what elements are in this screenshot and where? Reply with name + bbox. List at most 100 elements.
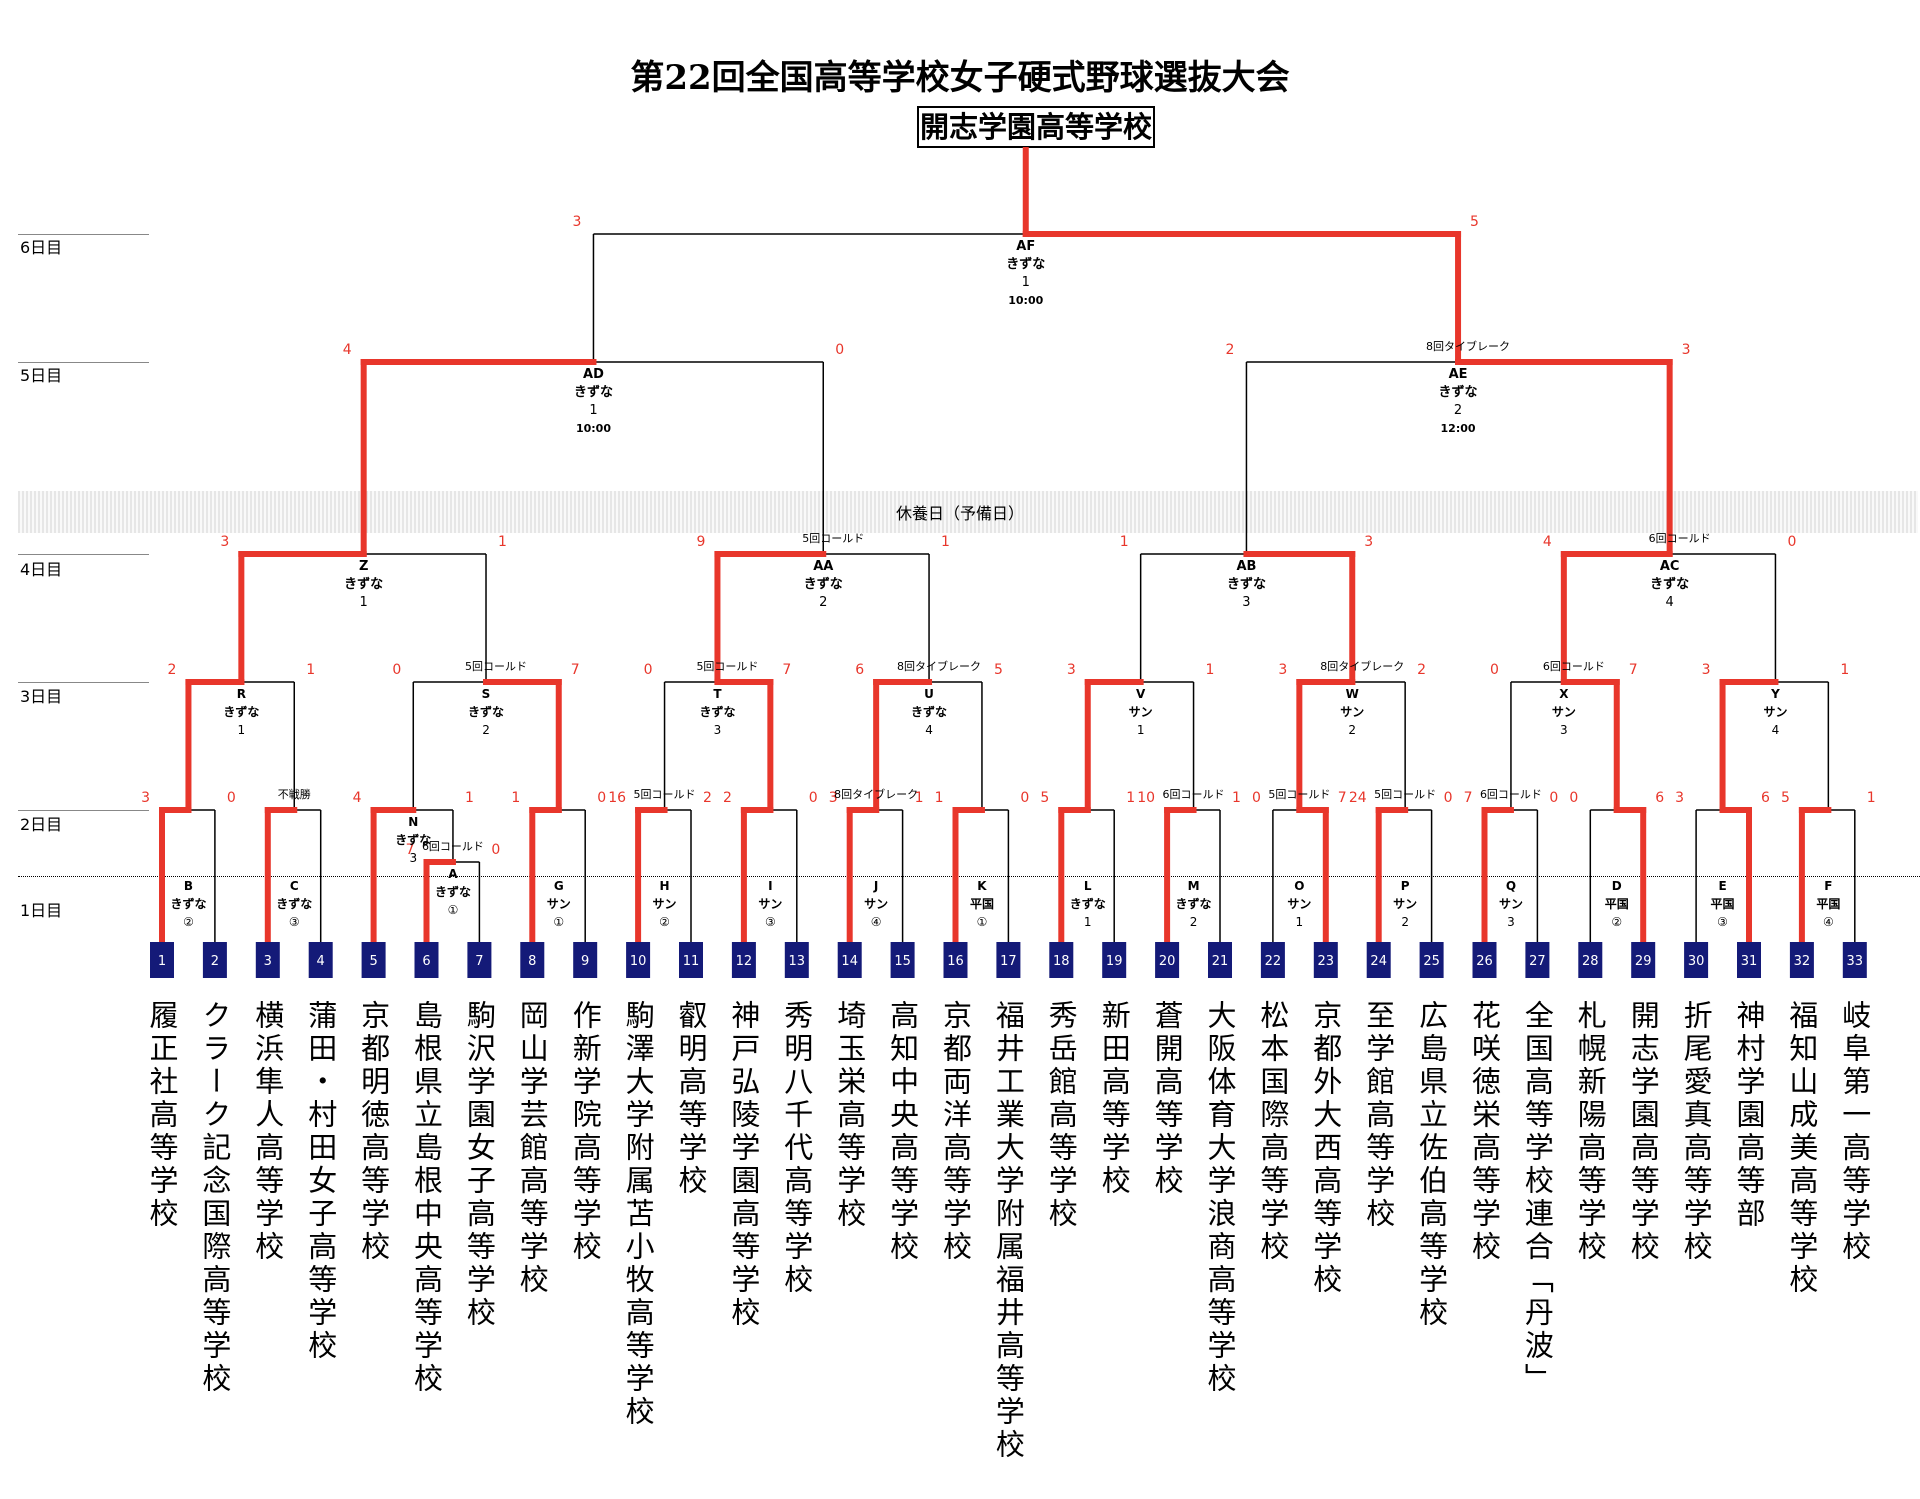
score-left: 7 bbox=[1464, 790, 1473, 806]
seed-number: 29 bbox=[1635, 954, 1652, 969]
day-label-6: 6日目 bbox=[20, 238, 63, 257]
match-time: 12:00 bbox=[1441, 422, 1476, 435]
school-name: 駒澤大学附属苫小牧高等学校 bbox=[621, 1000, 656, 1429]
score-right: 7 bbox=[782, 662, 791, 678]
school-name: 松本国際高等学校 bbox=[1255, 1000, 1290, 1264]
match-id: Z bbox=[359, 559, 368, 574]
match-id: W bbox=[1346, 687, 1359, 701]
match-id: E bbox=[1718, 879, 1726, 893]
seed-box bbox=[573, 942, 598, 978]
match-id: T bbox=[713, 687, 722, 701]
seed-number: 10 bbox=[630, 954, 647, 969]
match-note: 6回コールド bbox=[422, 840, 484, 853]
match-number: 2 bbox=[1401, 915, 1409, 929]
score-right: 2 bbox=[703, 790, 712, 806]
score-left: 4 bbox=[353, 790, 362, 806]
school-name: 横浜隼人高等学校 bbox=[250, 1000, 285, 1264]
match-note: 8回タイブレーク bbox=[1320, 659, 1404, 673]
seed-number: 27 bbox=[1529, 954, 1546, 969]
seed-number: 4 bbox=[317, 954, 325, 969]
seed-box bbox=[1631, 942, 1656, 978]
score-left: 3 bbox=[1278, 662, 1287, 678]
seed-box bbox=[1789, 942, 1814, 978]
day-label-2: 2日目 bbox=[20, 815, 63, 834]
score-right: 7 bbox=[1338, 790, 1347, 806]
match-note: 8回タイブレーク bbox=[1426, 339, 1510, 353]
match-number: 4 bbox=[1666, 595, 1674, 610]
score-left: 3 bbox=[573, 214, 582, 230]
score-left: 9 bbox=[697, 534, 706, 550]
seed-number: 19 bbox=[1106, 954, 1123, 969]
score-left: 2 bbox=[168, 662, 177, 678]
school-name: 秀岳館高等学校 bbox=[1044, 1000, 1079, 1231]
match-id: U bbox=[924, 687, 934, 701]
match-venue: きずな bbox=[1439, 384, 1478, 400]
score-left: 0 bbox=[1252, 790, 1261, 806]
score-right: 2 bbox=[1417, 662, 1426, 678]
seed-number: 28 bbox=[1582, 954, 1599, 969]
seed-box bbox=[1578, 942, 1603, 978]
match-number: 3 bbox=[1507, 915, 1515, 929]
seed-box bbox=[837, 942, 862, 978]
seed-box bbox=[361, 942, 386, 978]
school-name: 作新学院高等学校 bbox=[568, 1000, 603, 1264]
score-left: 1 bbox=[1120, 534, 1129, 550]
score-right: 0 bbox=[1020, 790, 1029, 806]
match-note: 8回タイブレーク bbox=[834, 787, 918, 801]
seed-box bbox=[1737, 942, 1761, 978]
match-venue: きずな bbox=[804, 576, 843, 592]
match-venue: 平国 bbox=[970, 897, 994, 911]
school-name: 大阪体育大学浪商高等学校 bbox=[1203, 1000, 1237, 1396]
seed-box bbox=[467, 942, 492, 978]
match-id: P bbox=[1401, 879, 1410, 893]
score-right: 0 bbox=[1444, 790, 1453, 806]
score-right: 0 bbox=[835, 342, 844, 358]
match-venue: きずな bbox=[1650, 576, 1689, 592]
match-venue: サン bbox=[864, 897, 888, 911]
match-number: 2 bbox=[1190, 915, 1198, 929]
seed-number: 18 bbox=[1053, 954, 1070, 969]
score-left: 2 bbox=[1226, 342, 1235, 358]
school-name: 駒沢学園女子高等学校 bbox=[462, 1000, 497, 1330]
match-id: AB bbox=[1236, 559, 1256, 574]
seed-box bbox=[996, 942, 1021, 978]
seed-box bbox=[890, 942, 915, 978]
seed-box bbox=[1472, 942, 1497, 978]
match-number: ④ bbox=[871, 915, 882, 929]
seed-number: 8 bbox=[528, 954, 536, 969]
match-venue: きずな bbox=[699, 704, 735, 719]
seed-number: 33 bbox=[1847, 954, 1864, 969]
match-number: 2 bbox=[1454, 403, 1462, 418]
seed-box bbox=[943, 942, 968, 978]
school-name: 花咲徳栄高等学校 bbox=[1467, 1000, 1502, 1264]
seed-number: 24 bbox=[1370, 954, 1387, 969]
seed-box bbox=[1366, 942, 1391, 978]
seed-number: 32 bbox=[1794, 954, 1811, 969]
match-number: 4 bbox=[925, 723, 933, 737]
day-label-3: 3日目 bbox=[20, 687, 63, 706]
score-left: 0 bbox=[1490, 662, 1499, 678]
seed-number: 6 bbox=[422, 954, 430, 969]
school-name: 島根県立島根中央高等学校 bbox=[409, 1000, 444, 1396]
seed-number: 11 bbox=[683, 954, 700, 969]
match-venue: サン bbox=[1552, 705, 1576, 719]
school-name: 新田高等学校 bbox=[1097, 1000, 1132, 1198]
match-note: 6回コールド bbox=[1163, 788, 1225, 801]
school-name: 至学館高等学校 bbox=[1361, 1000, 1396, 1231]
school-name: 福井工業大学附属福井高等学校 bbox=[991, 1000, 1026, 1462]
score-left: 16 bbox=[608, 790, 626, 806]
school-name: 札幌新陽高等学校 bbox=[1573, 1000, 1608, 1264]
score-left: 0 bbox=[392, 662, 401, 678]
match-number: 3 bbox=[1560, 723, 1568, 737]
match-venue: きずな bbox=[344, 576, 383, 592]
match-time: 10:00 bbox=[1008, 294, 1043, 307]
match-id: C bbox=[290, 879, 299, 893]
match-number: 1 bbox=[1296, 915, 1304, 929]
seed-number: 20 bbox=[1159, 954, 1176, 969]
seed-number: 7 bbox=[475, 954, 483, 969]
match-number: ③ bbox=[1717, 915, 1728, 929]
score-left: 3 bbox=[141, 790, 150, 806]
seed-box bbox=[1842, 942, 1867, 978]
school-name: 折尾愛真高等学校 bbox=[1679, 1000, 1714, 1264]
score-left: 3 bbox=[1675, 790, 1684, 806]
